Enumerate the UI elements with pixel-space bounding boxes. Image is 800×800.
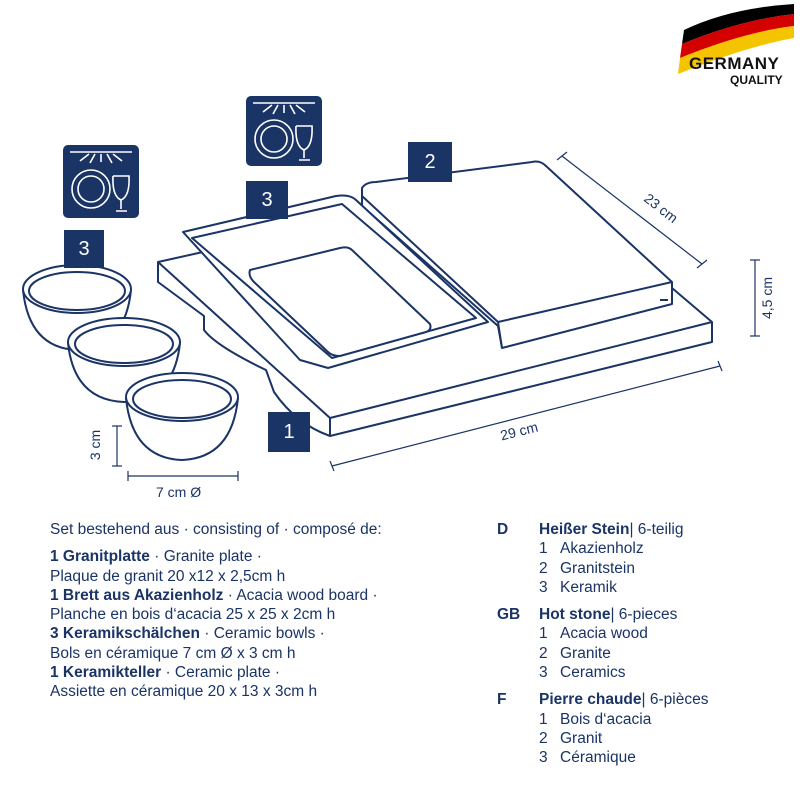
set-item-detail: Bols en céramique 7 cm Ø x 3 cm h <box>50 644 296 662</box>
language-code: F <box>497 691 507 709</box>
bowl <box>125 372 239 461</box>
language-suffix: | 6-pieces <box>610 606 678 624</box>
germany-flag-logo <box>678 4 794 74</box>
dishwasher-safe-icon <box>63 145 139 218</box>
granite-stone <box>361 160 673 349</box>
dimension-bowl-diameter: 7 cm Ø <box>156 484 202 500</box>
callout-stone: 2 <box>408 142 452 182</box>
set-item-line: 1 Brett aus Akazienholz · Acacia wood bo… <box>50 586 378 604</box>
bowl <box>67 317 181 403</box>
callout-board: 1 <box>268 412 310 452</box>
set-item-line: 3 Keramikschälchen · Ceramic bowls · <box>50 625 325 643</box>
language-code: D <box>497 521 509 538</box>
ceramic-bowls <box>22 264 239 461</box>
language-title: Pierre chaude <box>539 691 642 709</box>
language-title: Heißer Stein <box>539 521 630 538</box>
logo-text-quality: QUALITY <box>730 73 783 87</box>
set-item-detail: Plaque de granit 20 x12 x 2,5cm h <box>50 567 286 585</box>
language-code: GB <box>497 606 521 624</box>
set-item-detail: Assiette en céramique 20 x 13 x 3cm h <box>50 683 318 701</box>
callout-plate: 3 <box>246 181 288 219</box>
dishwasher-safe-icon <box>246 96 322 166</box>
dimension-stone-height: 4,5 cm <box>759 276 776 320</box>
ceramic-plate <box>182 194 489 369</box>
set-item-detail: Planche en bois d‘acacia 25 x 25 x 2cm h <box>50 606 336 624</box>
dimension-bowl-height: 3 cm <box>87 429 104 461</box>
language-suffix: | 6-teilig <box>629 521 684 538</box>
dimension-lines <box>112 151 760 481</box>
product-diagram <box>22 4 794 481</box>
language-title: Hot stone <box>539 606 611 624</box>
language-suffix: | 6-pièces <box>641 691 709 709</box>
set-item-line: 1 Granitplatte · Granite plate · <box>50 548 262 566</box>
set-description: Set bestehend aus · consisting of · comp… <box>50 520 490 702</box>
logo-text-germany: GERMANY <box>689 54 780 73</box>
set-item-line: 1 Keramikteller · Ceramic plate · <box>50 664 281 682</box>
set-intro: Set bestehend aus · consisting of · comp… <box>50 521 382 538</box>
callout-bowls: 3 <box>64 230 104 268</box>
